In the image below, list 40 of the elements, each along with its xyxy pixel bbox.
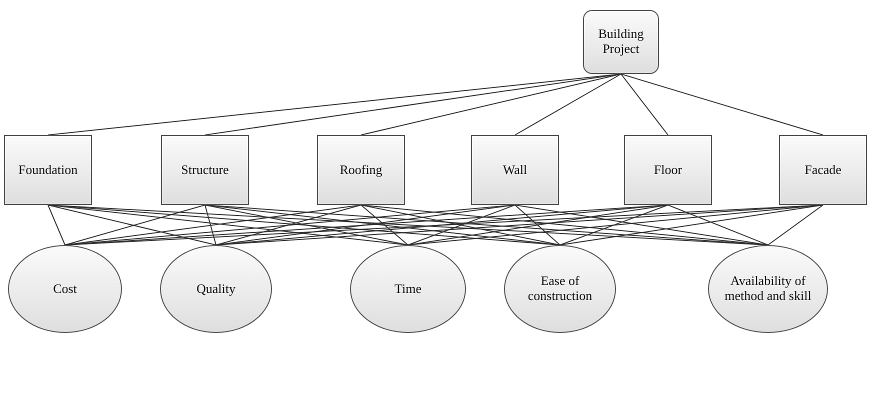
connector-line: [514, 204, 768, 246]
node-label: Cost: [52, 282, 78, 296]
node-label: Time: [394, 282, 422, 296]
connector-line: [360, 74, 622, 136]
connector-line: [360, 204, 560, 246]
connector-line: [408, 204, 516, 246]
element-box: [624, 135, 712, 205]
node-label: Quality: [196, 282, 236, 296]
connector-line: [64, 204, 206, 246]
connector-line: [620, 74, 668, 136]
connector-line: [48, 204, 216, 246]
connector-line: [560, 204, 824, 246]
connector-line: [668, 204, 768, 246]
node-label: Structure: [180, 162, 230, 178]
connector-line: [216, 204, 362, 246]
element-box: [317, 135, 405, 205]
node-label: Foundation: [17, 162, 79, 178]
element-box: [4, 135, 92, 205]
element-box: [161, 135, 249, 205]
element-box: [779, 135, 867, 205]
connector-line: [360, 204, 408, 246]
connector-line: [514, 74, 622, 136]
connector-line: [204, 204, 408, 246]
node-label: Wall: [502, 162, 528, 178]
node-label: Floor: [652, 162, 684, 178]
connector-line: [620, 74, 824, 136]
node-label: Ease of construction: [526, 274, 594, 304]
element-box: [471, 135, 559, 205]
connector-line: [48, 204, 66, 246]
node-label: Roofing: [338, 162, 384, 178]
connector-line: [216, 204, 516, 246]
connector-line: [560, 204, 668, 246]
connector-line: [408, 204, 668, 246]
connector-line: [514, 204, 560, 246]
node-label: Building Project: [597, 27, 645, 57]
connector-line: [768, 204, 824, 246]
goal-box: [583, 10, 659, 74]
node-label: Facade: [804, 162, 842, 178]
node-label: Availability of method and skill: [724, 274, 812, 304]
connector-line: [204, 204, 216, 246]
